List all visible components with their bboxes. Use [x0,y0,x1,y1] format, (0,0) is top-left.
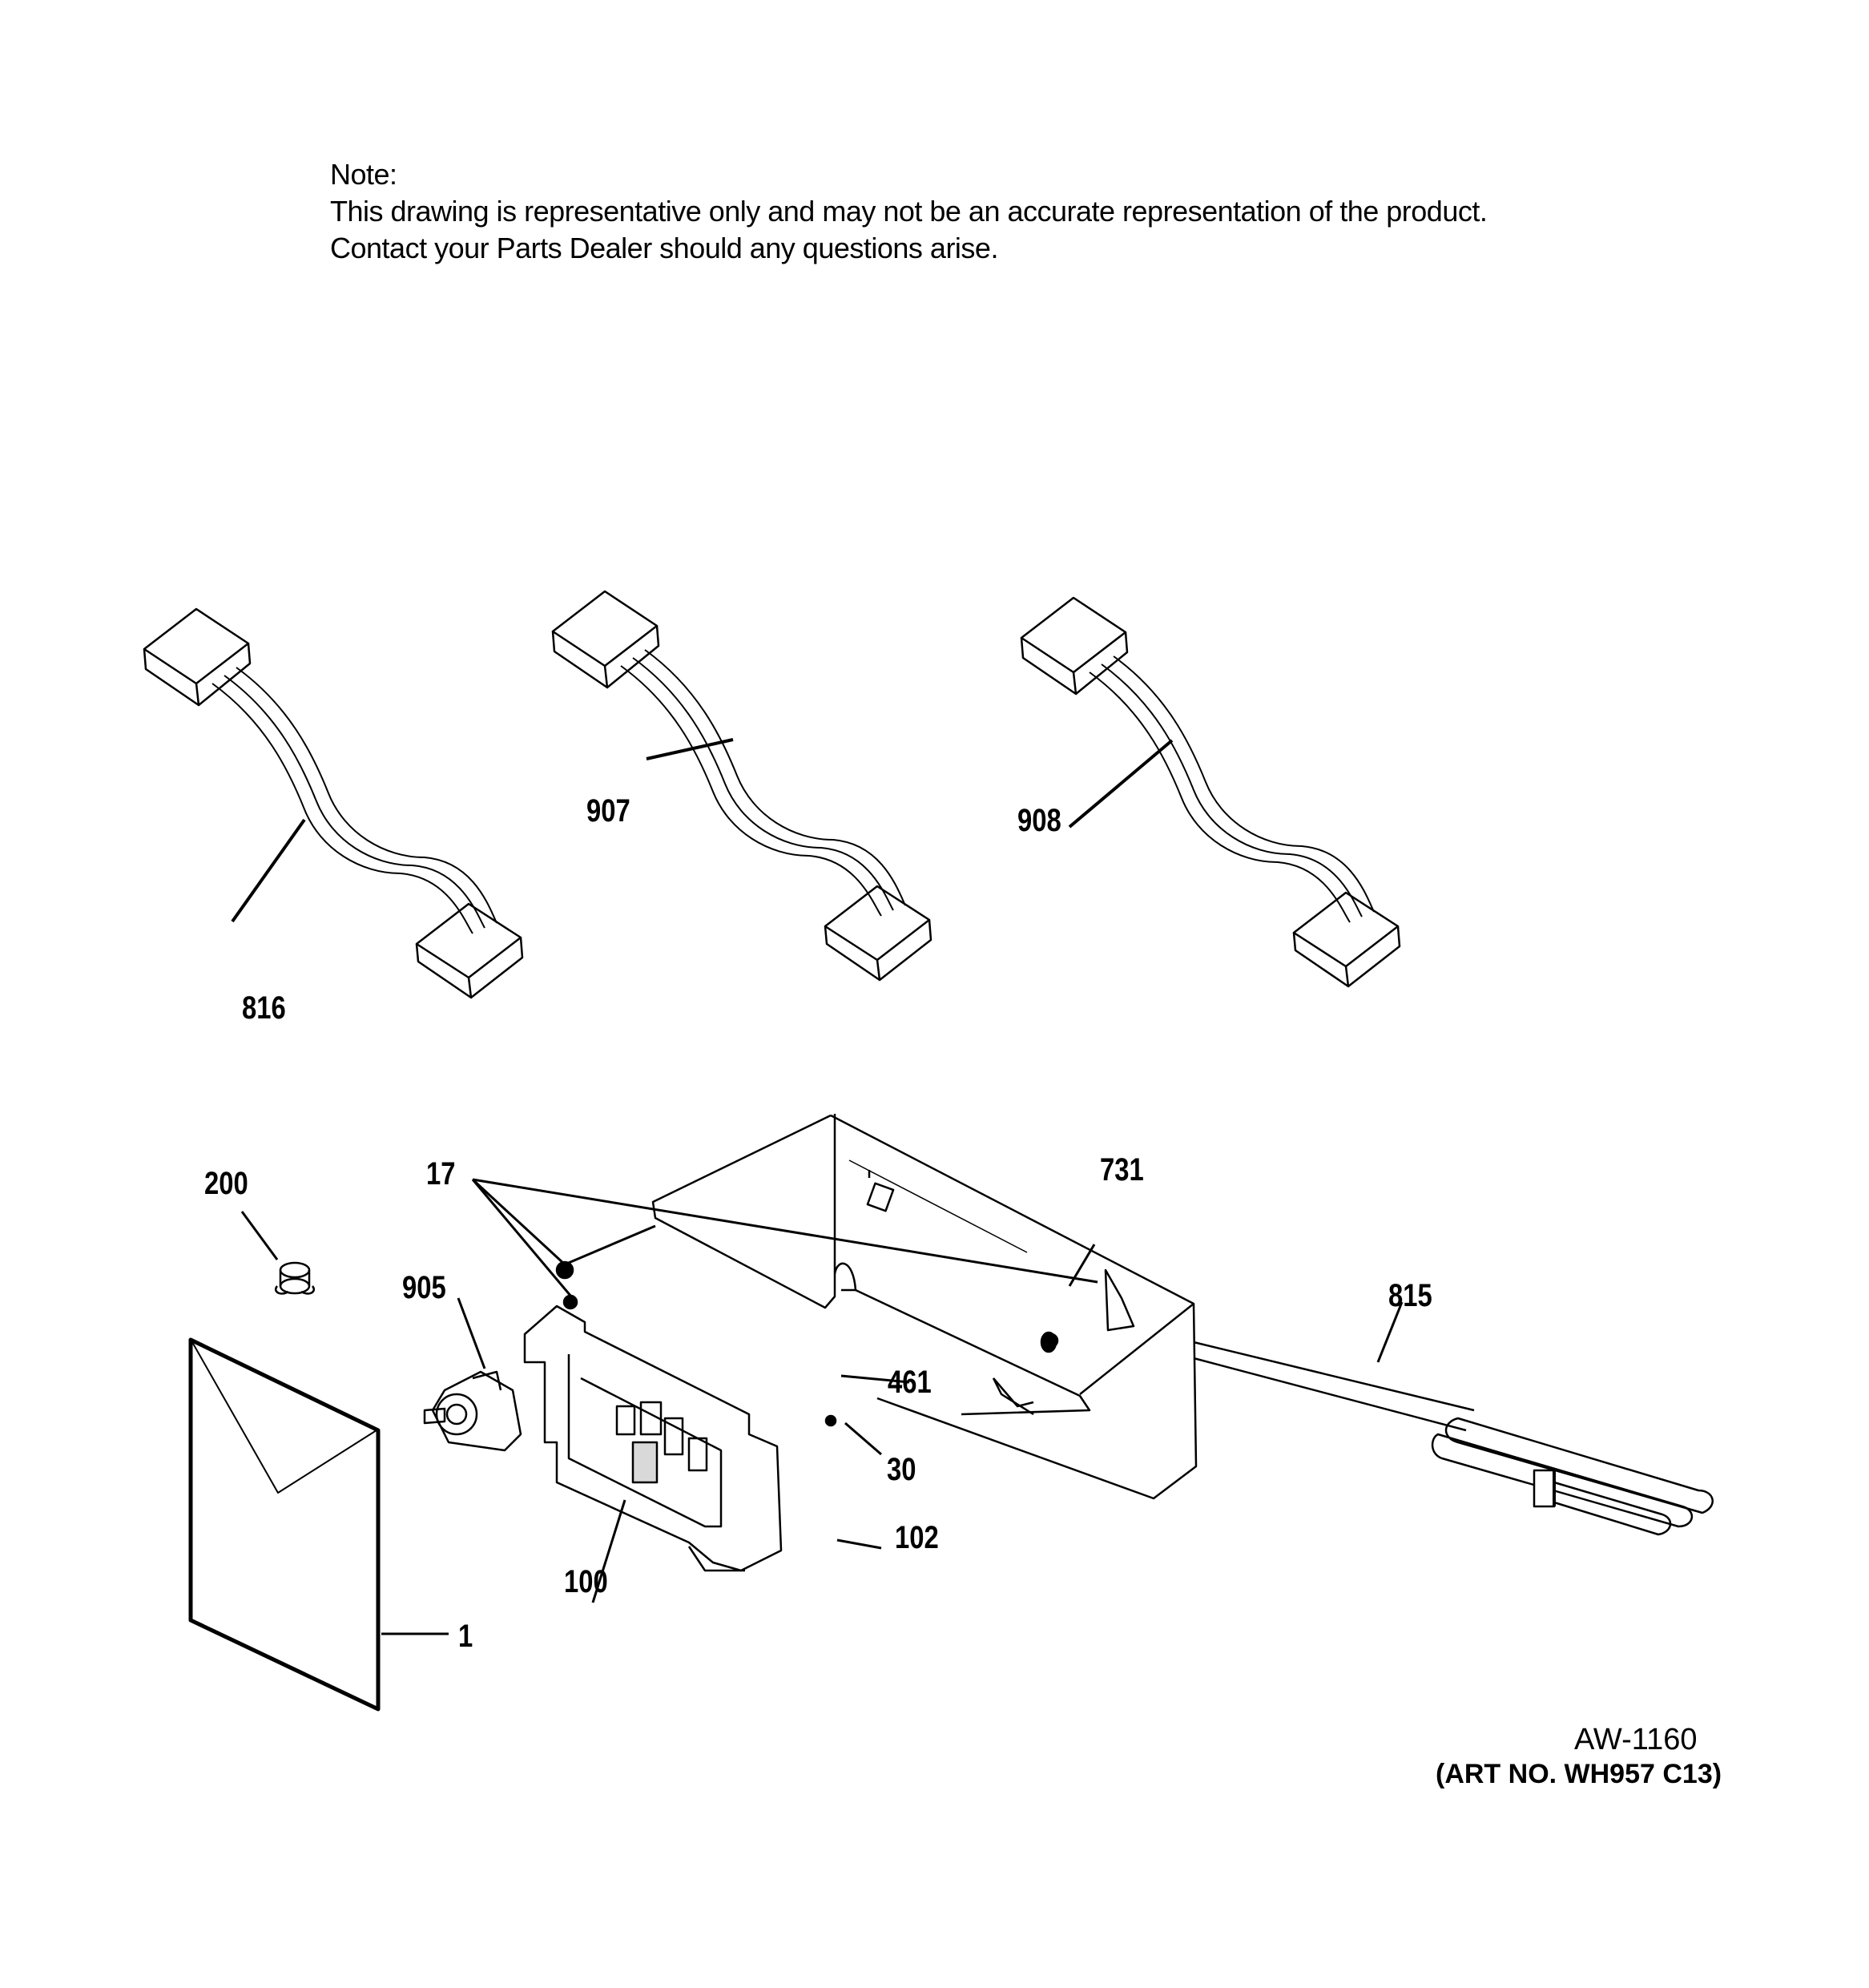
callout-908[interactable]: 908 [1017,803,1061,838]
callout-17[interactable]: 17 [426,1156,456,1192]
callout-905[interactable]: 905 [402,1270,446,1305]
literature-envelope-1[interactable] [188,1337,381,1712]
screw-30[interactable] [824,1414,837,1427]
leader-17 [471,1178,1098,1297]
callout-102[interactable]: 102 [895,1520,939,1555]
note-line-1: This drawing is representative only and … [330,195,1488,228]
note-heading: Note: [330,158,397,191]
harness-907[interactable] [551,590,932,982]
callout-30[interactable]: 30 [887,1452,916,1487]
leader-lines [231,738,1174,923]
nut-17-a[interactable] [555,1260,574,1280]
art-number: (ART NO. WH957 C13) [1436,1759,1722,1789]
pressure-switch-905[interactable] [423,1297,522,1452]
heater-element-815[interactable] [1193,1341,1714,1536]
connector-block [415,902,524,999]
callout-731[interactable]: 731 [1100,1152,1144,1188]
nut-17-b[interactable] [562,1294,578,1310]
hose-clamp-200[interactable] [240,1211,315,1295]
harness-wires [211,667,497,934]
control-board-assembly[interactable] [523,1304,783,1572]
callout-815[interactable]: 815 [1388,1278,1432,1313]
note-line-2: Contact your Parts Dealer should any que… [330,232,998,264]
callout-816[interactable]: 816 [242,990,286,1026]
grommet-461-marker[interactable] [1040,1331,1057,1353]
connector-block [143,607,252,707]
callout-907[interactable]: 907 [586,793,630,829]
drawing-id: AW-1160 [1574,1723,1698,1756]
leader-lines-lower [381,1244,1404,1635]
harness-908[interactable] [1020,596,1401,988]
callout-461[interactable]: 461 [888,1365,932,1400]
callout-1[interactable]: 1 [458,1619,473,1654]
callout-200[interactable]: 200 [204,1166,248,1201]
callout-100[interactable]: 100 [564,1564,608,1599]
harness-816[interactable] [143,607,524,999]
